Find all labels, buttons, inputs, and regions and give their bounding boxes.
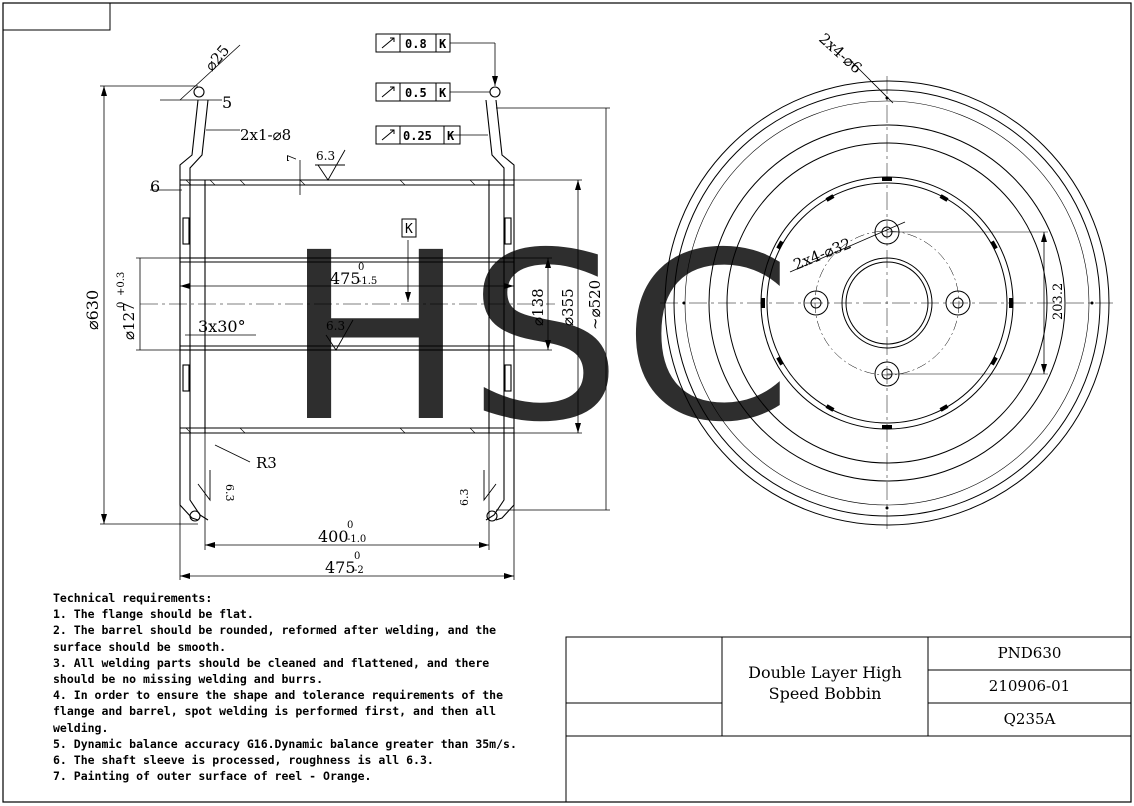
dim-d630: ⌀630 xyxy=(83,290,102,330)
dim-d520: ~⌀520 xyxy=(586,280,604,330)
datum-k-label: K xyxy=(405,222,413,237)
dim-d355: ⌀355 xyxy=(559,288,577,326)
dim-475-bottom-zero: 0 xyxy=(354,551,360,562)
dim-holes-6: 2x4-⌀6 xyxy=(815,30,865,78)
roughness-symbols xyxy=(197,149,497,502)
tech-line: 7. Painting of outer surface of reel - O… xyxy=(53,769,372,784)
model-number: PND630 xyxy=(997,644,1062,662)
dim-chamfer: 3x30° xyxy=(198,317,246,336)
dim-475-bottom-tol: -2 xyxy=(354,565,364,576)
tol-frame-1-value: 0.8 xyxy=(405,37,427,51)
tech-heading: Technical requirements: xyxy=(53,591,213,605)
tol-frame-1-datum: K xyxy=(439,37,447,51)
tol-frame-2-value: 0.5 xyxy=(405,86,427,100)
tol-frame-2-datum: K xyxy=(439,86,447,100)
dim-475-top-zero: 0 xyxy=(358,262,364,273)
rough-top: 6.3 xyxy=(316,149,335,163)
drawing-title: Double Layer High Speed Bobbin xyxy=(722,662,928,704)
rough-left: 6.3 xyxy=(223,484,236,502)
dim-five: 5 xyxy=(222,93,232,112)
tol-frame-3-datum: K xyxy=(447,129,455,143)
dim-400-tol: -1.0 xyxy=(347,534,366,545)
front-view-marks xyxy=(682,96,1094,510)
dim-holes-32: 2x4-⌀32 xyxy=(791,234,854,273)
dim-400-zero: 0 xyxy=(347,520,353,531)
dim-d138: ⌀138 xyxy=(529,288,547,326)
tech-line: 5. Dynamic balance accuracy G16.Dynamic … xyxy=(53,736,517,751)
drawing-number: 210906-01 xyxy=(988,677,1071,695)
dim-475-top-tol: -1.5 xyxy=(358,276,377,287)
dim-r3: R3 xyxy=(256,454,277,472)
dim-d127: ⌀127 xyxy=(120,302,138,340)
tech-line: 3. All welding parts should be cleaned a… xyxy=(53,655,490,670)
dim-six: 6 xyxy=(150,177,160,196)
dim-2x1-d8: 2x1-⌀8 xyxy=(240,126,291,144)
dim-d25: ⌀25 xyxy=(201,41,233,74)
tech-line: 2. The barrel should be rounded, reforme… xyxy=(53,623,497,638)
side-dimension-lines xyxy=(100,42,610,580)
tech-line: flange and barrel, spot welding is perfo… xyxy=(53,704,497,719)
drawing-title-line2: Speed Bobbin xyxy=(768,684,882,703)
dim-seven: 7 xyxy=(285,154,299,162)
tech-line: welding. xyxy=(53,720,109,735)
tech-line: surface should be smooth. xyxy=(53,639,227,654)
tech-line: 1. The flange should be flat. xyxy=(53,607,254,622)
side-view xyxy=(179,86,515,522)
corner-box xyxy=(2,2,111,31)
dim-475-bottom: 475 xyxy=(325,558,356,577)
hsc-watermark: HSC xyxy=(283,203,793,473)
dim-d127-tol-zero: 0 xyxy=(116,302,127,308)
dim-475-top: 475 xyxy=(330,269,361,288)
rough-mid: 6.3 xyxy=(326,319,345,333)
dim-400: 400 xyxy=(318,527,349,546)
title-block xyxy=(565,636,1132,803)
tech-line: 4. In order to ensure the shape and tole… xyxy=(53,688,504,703)
tech-line: 6. The shaft sleeve is processed, roughn… xyxy=(53,753,434,768)
material: Q235A xyxy=(1003,710,1056,728)
tol-frame-3-value: 0.25 xyxy=(403,129,432,143)
dimension-arrows xyxy=(101,76,581,579)
technical-requirements: Technical requirements: 1. The flange sh… xyxy=(53,590,573,784)
tech-line: should be no missing welding and burrs. xyxy=(53,672,324,687)
rough-right: 6.3 xyxy=(458,489,471,507)
drawing-title-line1: Double Layer High xyxy=(748,663,902,682)
dim-d127-tol-plus: +0.3 xyxy=(116,272,127,296)
dim-203-2: 203.2 xyxy=(1051,283,1066,320)
tolerance-frames xyxy=(375,33,461,238)
